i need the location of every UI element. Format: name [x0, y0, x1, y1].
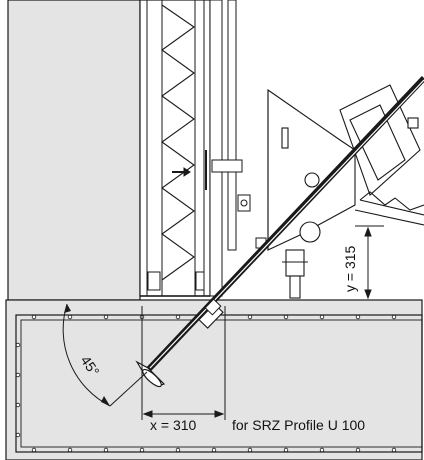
- srz-profile-rail: [15, 314, 423, 453]
- x-dimension-label: x = 310: [150, 417, 197, 433]
- y-dimension: [355, 225, 384, 300]
- concrete-wall: [7, 0, 141, 301]
- angle-dimension: [62, 303, 148, 407]
- rail-bolt-holes: [15, 314, 397, 453]
- steel-waler: [172, 0, 267, 297]
- profile-caption: for SRZ Profile U 100: [232, 417, 365, 433]
- brace-head-bracket: [267, 84, 424, 299]
- push-pull-brace: [145, 75, 424, 373]
- floor-slab: [5, 299, 423, 460]
- formwork-panel: [139, 0, 211, 297]
- y-dimension-label: y = 315: [342, 245, 358, 292]
